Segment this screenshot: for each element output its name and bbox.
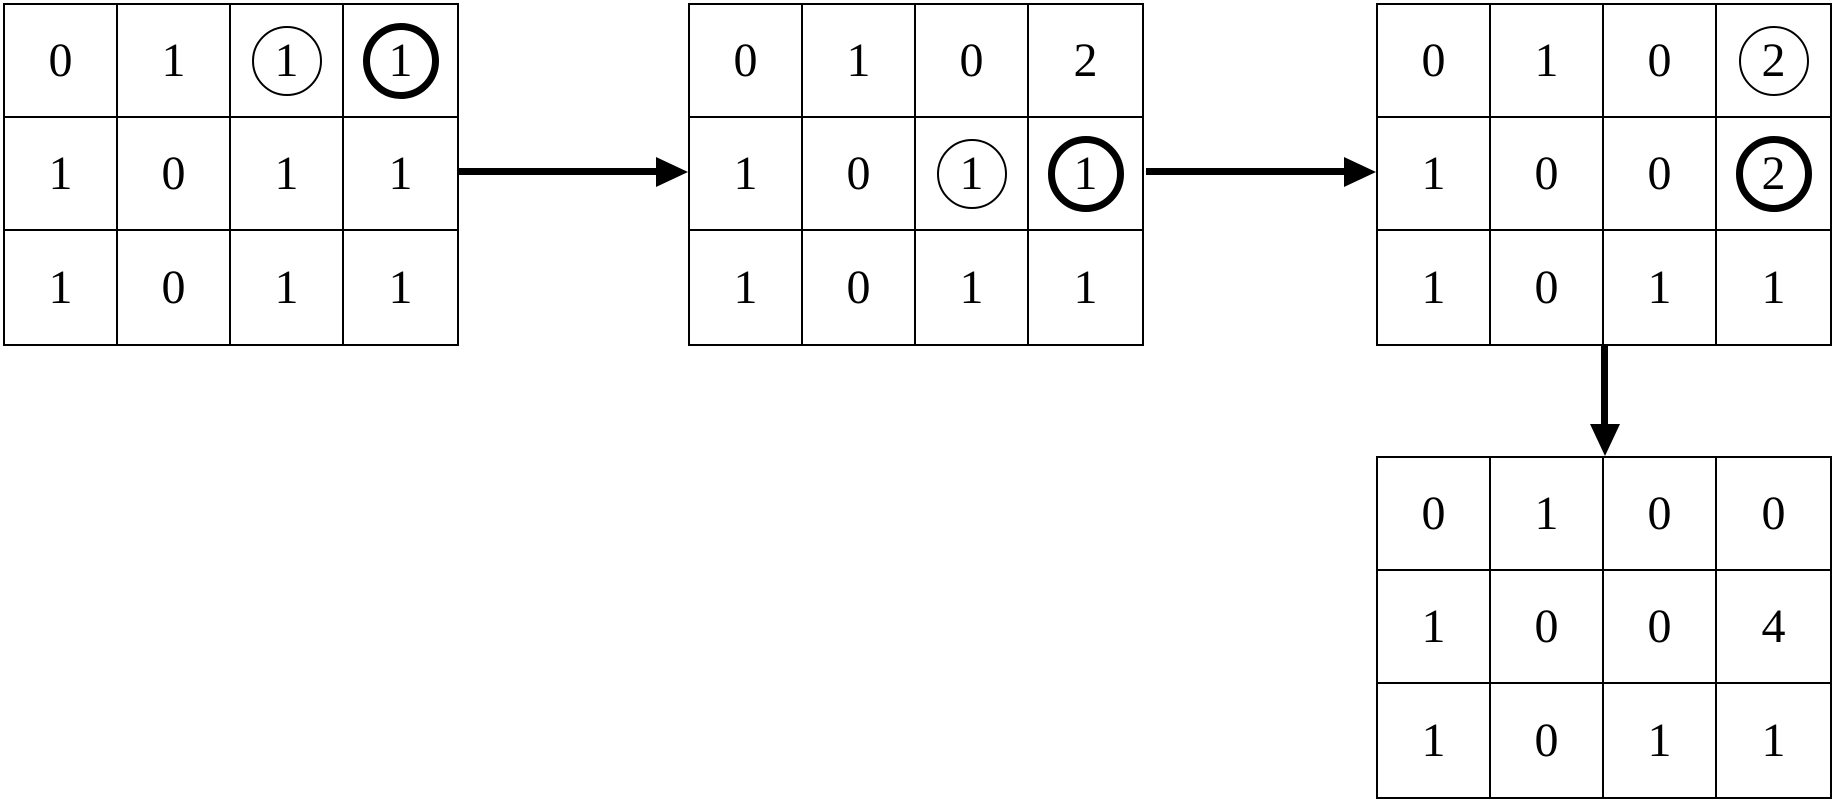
matrix-cell-r1c1: 0 (1491, 571, 1604, 684)
matrix-cell-r0c0: 0 (690, 5, 803, 118)
bold-circle-annotation: 1 (1047, 135, 1124, 212)
matrix-cell-r2c2: 1 (1604, 231, 1717, 344)
matrix-cell-r2c0: 1 (690, 231, 803, 344)
arrow-right-icon (459, 157, 688, 187)
matrix-cell-r0c0: 0 (1378, 458, 1491, 571)
matrix-cell-r0c0: 0 (5, 5, 118, 118)
matrix-cell-r2c1: 0 (1491, 231, 1604, 344)
arrow-shaft (459, 168, 658, 175)
arrow-head-right-icon (656, 157, 688, 187)
matrix-cell-r0c2: 0 (1604, 5, 1717, 118)
bold-circle-annotation: 1 (362, 22, 439, 99)
matrix-cell-r1c2: 1 (231, 118, 344, 231)
matrix-cell-r0c3: 1 (344, 5, 457, 118)
matrix-cell-r0c2: 0 (1604, 458, 1717, 571)
thin-circle-annotation: 1 (936, 138, 1007, 209)
matrix-cell-r1c1: 0 (803, 118, 916, 231)
matrix-cell-r2c3: 1 (1073, 260, 1098, 314)
matrix-cell-r1c2: 0 (1604, 571, 1717, 684)
matrix-cell-r0c3: 0 (1717, 458, 1830, 571)
matrix-cell-r1c3: 4 (1717, 571, 1830, 684)
thin-circle-annotation: 2 (1738, 25, 1809, 96)
matrix-cell-r2c0: 1 (1378, 231, 1491, 344)
matrix-cell-r1c0: 1 (5, 118, 118, 231)
matrix-cell-r1c0: 1 (1378, 571, 1491, 684)
arrow-shaft (1146, 168, 1346, 175)
arrow-down-icon (1590, 346, 1620, 456)
matrix-cell-r0c1: 1 (803, 5, 916, 118)
bold-circle-annotation: 2 (1735, 135, 1812, 212)
matrix-cell-r2c0: 1 (1378, 684, 1491, 797)
matrix-cell-r1c0: 1 (690, 118, 803, 231)
matrix-cell-r2c1: 0 (118, 231, 231, 344)
matrix-cell-r2c3: 1 (388, 260, 413, 314)
arrow-right-icon (1146, 157, 1376, 187)
matrix-cell-r1c2: 1 (916, 118, 1029, 231)
matrix-cell-r1c0: 1 (1378, 118, 1491, 231)
matrix-cell-r2c1: 0 (803, 231, 916, 344)
matrix-cell-r0c2: 1 (231, 5, 344, 118)
matrix-cell-r1c3: 2 (1717, 118, 1830, 231)
arrow-shaft (1601, 346, 1608, 426)
matrix-cell-r0c1: 1 (118, 5, 231, 118)
matrix-cell-r0c2: 0 (916, 5, 1029, 118)
matrix-cell-r0c0: 0 (1378, 5, 1491, 118)
matrix-cell-r0c1: 1 (1491, 458, 1604, 571)
matrix-cell-r2c2: 1 (1604, 684, 1717, 797)
matrix-cell-r1c3: 1 (1029, 118, 1142, 231)
matrix-cell-r2c2: 1 (231, 231, 344, 344)
matrix-cell-r0c1: 1 (1491, 5, 1604, 118)
matrix-cell-r1c1: 0 (118, 118, 231, 231)
matrix-cell-r2c1: 0 (1491, 684, 1604, 797)
matrix-cell-r2c2: 1 (916, 231, 1029, 344)
matrix-cell-r0c3: 2 (1717, 5, 1830, 118)
matrix-cell-r0c3: 2 (1029, 5, 1142, 118)
matrix-cell-r2c3: 1 (1761, 260, 1786, 314)
arrow-head-down-icon (1590, 424, 1620, 456)
matrix-cell-r1c3: 1 (344, 118, 457, 231)
matrix-cell-r1c2: 0 (1604, 118, 1717, 231)
arrow-head-right-icon (1344, 157, 1376, 187)
matrix-cell-r1c1: 0 (1491, 118, 1604, 231)
thin-circle-annotation: 1 (251, 25, 322, 96)
matrix-cell-r2c3: 1 (1761, 713, 1786, 767)
matrix-cell-r2c0: 1 (5, 231, 118, 344)
